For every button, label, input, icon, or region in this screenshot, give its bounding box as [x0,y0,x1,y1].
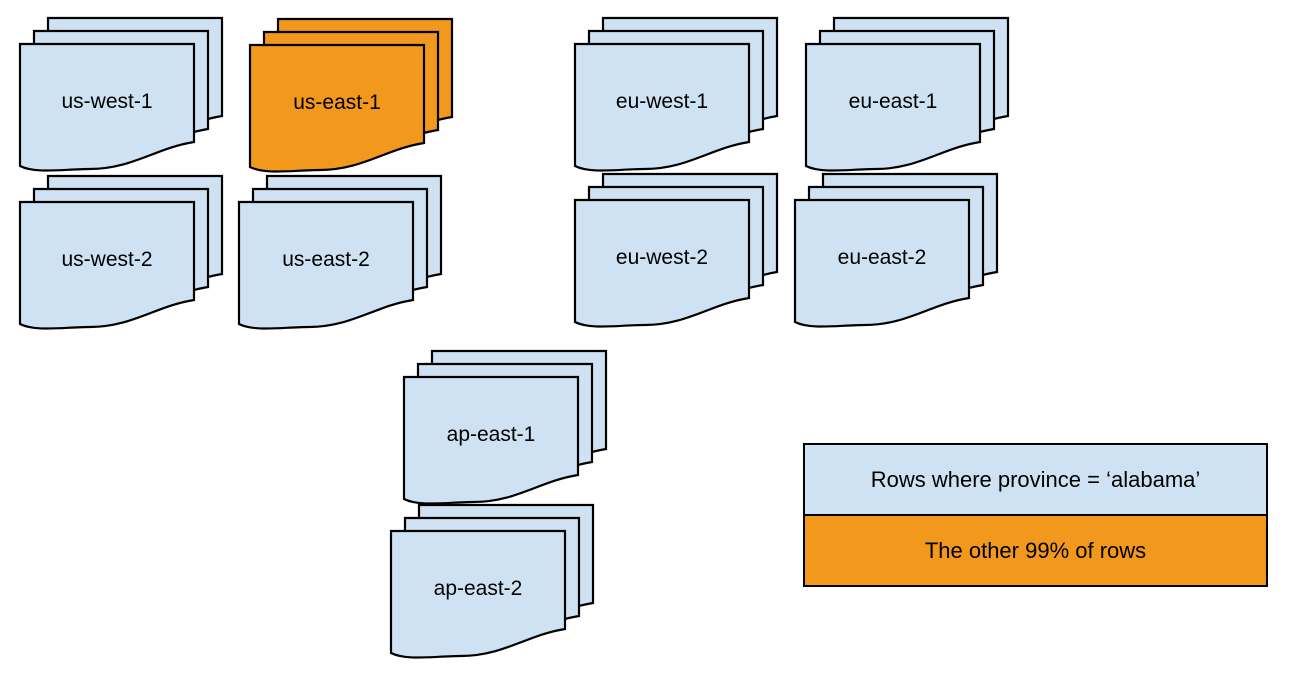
region-stack-us-east-2: us-east-2 [237,174,443,332]
document-sheet-front [248,43,426,173]
document-sheet-front [18,200,196,330]
document-sheet-front [793,198,971,328]
region-label: us-west-2 [61,247,153,271]
document-sheet-front [18,42,196,172]
region-stack-eu-east-2: eu-east-2 [793,172,999,330]
region-stack-eu-west-1: eu-west-1 [573,16,779,174]
region-stack-us-west-1: us-west-1 [18,16,224,174]
region-stack-us-west-2: us-west-2 [18,174,224,332]
region-label: ap-east-2 [433,576,523,600]
document-sheet-front [402,375,580,505]
legend-item-1: The other 99% of rows [805,514,1266,585]
region-label: ap-east-1 [446,422,536,446]
document-sheet-front [804,42,982,172]
region-label: us-east-2 [282,247,370,271]
region-stack-us-east-1: us-east-1 [248,17,454,175]
region-label: eu-west-1 [615,89,709,113]
region-label: us-west-1 [61,89,153,113]
document-sheet-front [389,529,567,659]
region-stack-ap-east-2: ap-east-2 [389,503,595,661]
document-sheet-front [237,200,415,330]
region-stack-eu-east-1: eu-east-1 [804,16,1010,174]
legend-item-0: Rows where province = ‘alabama’ [805,445,1266,514]
legend: Rows where province = ‘alabama’The other… [803,443,1268,587]
region-label: eu-east-2 [837,245,927,269]
document-sheet-front [573,42,751,172]
region-label: us-east-1 [293,90,381,114]
region-stack-ap-east-1: ap-east-1 [402,349,608,507]
region-stack-eu-west-2: eu-west-2 [573,172,779,330]
region-label: eu-west-2 [615,245,709,269]
region-label: eu-east-1 [848,89,938,113]
document-sheet-front [573,198,751,328]
